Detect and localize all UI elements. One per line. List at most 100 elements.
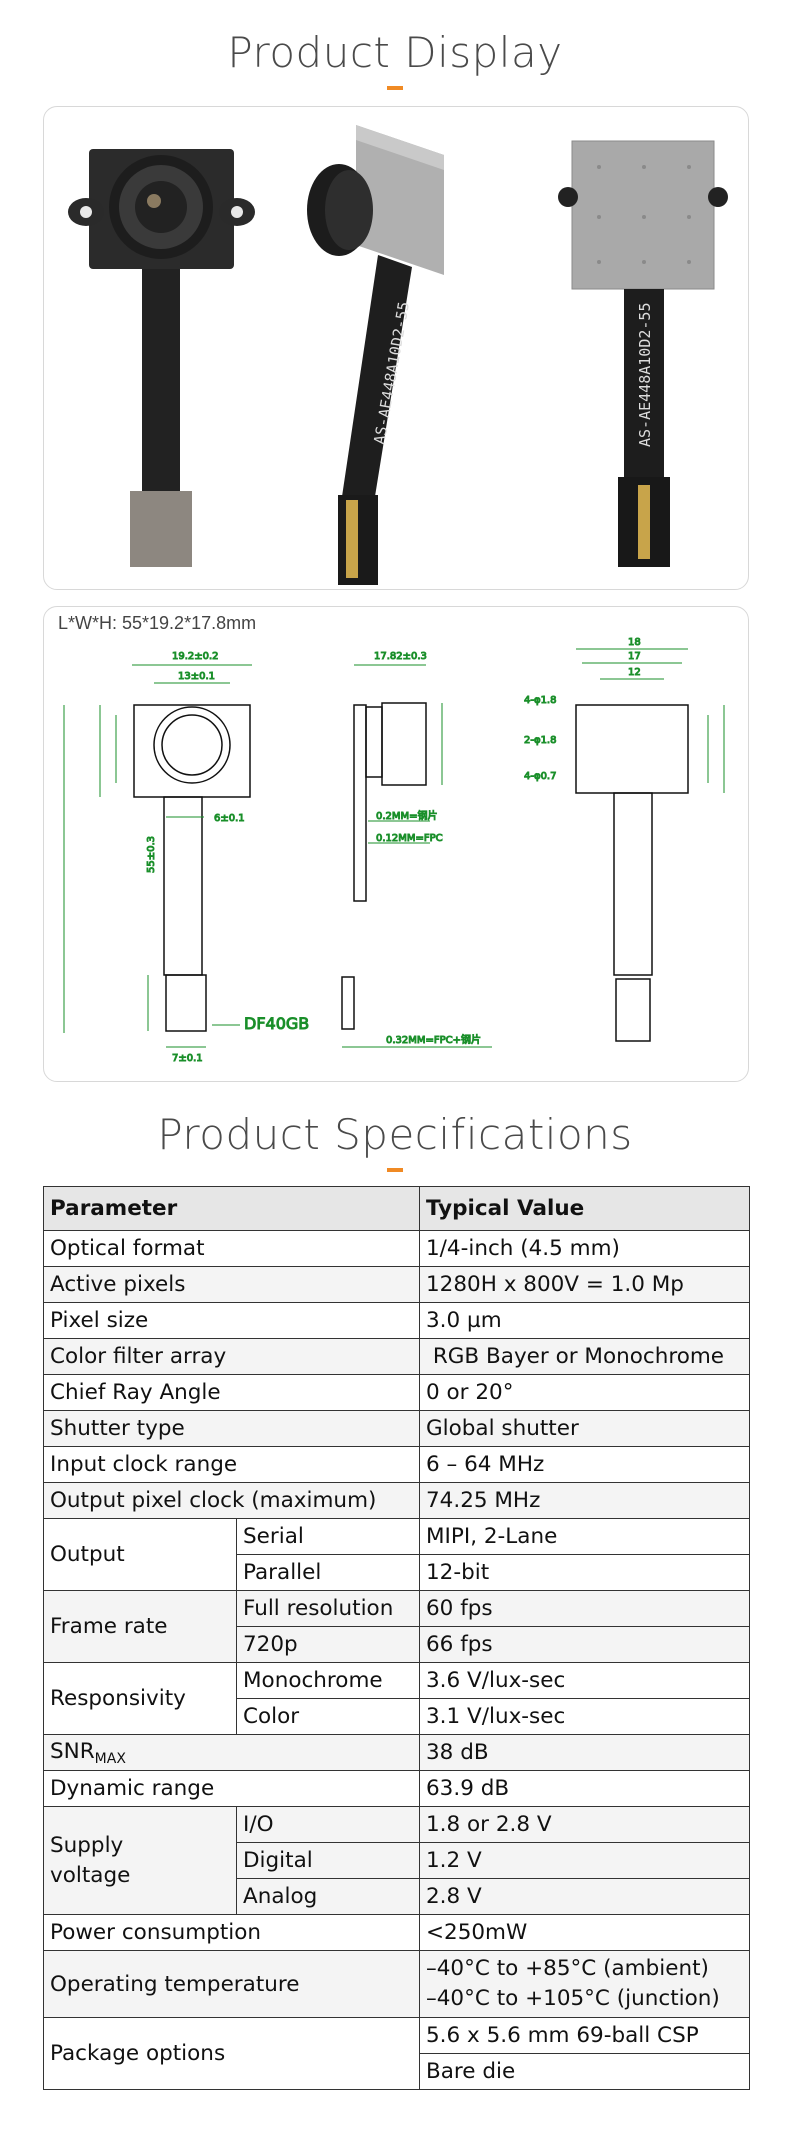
header-typical-value: Typical Value <box>419 1186 750 1231</box>
row-label: Optical format <box>43 1230 420 1267</box>
dim-hole3: 4-φ0.7 <box>524 771 556 782</box>
row-label: Output pixel clock (maximum) <box>43 1482 420 1519</box>
row-label: Input clock range <box>43 1446 420 1483</box>
row-value: 60 fps <box>419 1590 750 1627</box>
row-label: Active pixels <box>43 1266 420 1303</box>
row-value: 74.25 MHz <box>419 1482 750 1519</box>
row-value: 3.0 µm <box>419 1302 750 1339</box>
camera-module-front-photo <box>68 149 255 567</box>
product-display-title: Product Display <box>227 28 563 77</box>
dim-back-w3: 12 <box>628 667 641 678</box>
row-value: 1.2 V <box>419 1842 750 1879</box>
table-row: Power consumption<250mW <box>43 1914 750 1951</box>
row-label: Operating temperature <box>43 1950 420 2018</box>
temp-ambient: –40°C to +85°C (ambient) <box>426 1956 709 1981</box>
row-value: Bare die <box>419 2053 750 2090</box>
row-sublabel: 720p <box>236 1626 420 1663</box>
row-label: Shutter type <box>43 1410 420 1447</box>
row-label: Power consumption <box>43 1914 420 1951</box>
part-number-label-back: AS-AE448A10D2-55 <box>636 303 654 448</box>
row-value: Global shutter <box>419 1410 750 1447</box>
dimensions-label: L*W*H: 55*19.2*17.8mm <box>58 613 257 633</box>
table-row: Bare die <box>44 2053 750 2090</box>
row-sublabel: Serial <box>236 1518 420 1555</box>
row-value: 2.8 V <box>419 1878 750 1915</box>
mechanical-drawing: 19.2±0.2 13±0.1 55±0.3 6±0.1 7±0.1 DF40G… <box>63 637 725 1065</box>
dim-back-w2: 17 <box>628 651 641 662</box>
supply-label-line1: Supply <box>50 1832 124 1858</box>
dim-stiffener: 0.2MM=钢片 <box>376 809 438 822</box>
dim-width-outer: 19.2±0.2 <box>172 651 219 662</box>
row-value: 66 fps <box>419 1626 750 1663</box>
snr-label: SNR <box>50 1738 95 1764</box>
row-value: 1280H x 800V = 1.0 Mp <box>419 1266 750 1303</box>
row-value: 3.1 V/lux-sec <box>419 1698 750 1735</box>
row-sublabel: Full resolution <box>236 1590 420 1627</box>
table-row: Output pixel clock (maximum)74.25 MHz <box>43 1482 750 1519</box>
dim-back-w1: 18 <box>628 637 641 648</box>
row-sublabel: Color <box>236 1698 420 1735</box>
row-sublabel: I/O <box>236 1806 420 1843</box>
row-value: 1.8 or 2.8 V <box>419 1806 750 1843</box>
table-header-row: Parameter Typical Value <box>43 1186 750 1231</box>
dim-length: 55±0.3 <box>146 836 157 873</box>
dim-hole1: 4-φ1.8 <box>524 695 556 706</box>
row-value: 5.6 x 5.6 mm 69-ball CSP <box>419 2017 750 2054</box>
row-value: –40°C to +85°C (ambient)–40°C to +105°C … <box>419 1950 750 2018</box>
connector-label: DF40GB <box>244 1014 309 1033</box>
row-value: MIPI, 2-Lane <box>419 1518 750 1555</box>
row-sublabel: Monochrome <box>236 1662 420 1699</box>
row-label: Supply voltage <box>43 1806 237 1915</box>
row-value: 1/4-inch (4.5 mm) <box>419 1230 750 1267</box>
camera-module-back-photo: AS-AE448A10D2-55 <box>558 140 728 567</box>
dim-conn-width: 7±0.1 <box>172 1053 203 1064</box>
product-specifications-title: Product Specifications <box>157 1110 633 1159</box>
table-row: Color filter array RGB Bayer or Monochro… <box>43 1338 750 1375</box>
dim-stiffener-total: 0.32MM=FPC+钢片 <box>386 1033 481 1046</box>
row-label: Chief Ray Angle <box>43 1374 420 1411</box>
row-value: 0 or 20° <box>419 1374 750 1411</box>
row-sublabel: Parallel <box>236 1554 420 1591</box>
dim-fpc: 0.12MM=FPC <box>376 833 443 844</box>
dimension-drawing-card: L*W*H: 55*19.2*17.8mm <box>43 606 749 1082</box>
row-label: Responsivity <box>43 1662 237 1735</box>
row-label: Output <box>43 1518 237 1591</box>
row-label: Frame rate <box>43 1590 237 1663</box>
row-value: 38 dB <box>419 1734 750 1771</box>
row-value: 6 – 64 MHz <box>419 1446 750 1483</box>
table-row: Operating temperature–40°C to +85°C (amb… <box>43 1950 750 2018</box>
title-accent-bar-2 <box>387 1168 403 1172</box>
snr-subscript: MAX <box>94 1750 126 1767</box>
row-value: 12-bit <box>419 1554 750 1591</box>
dim-width-inner: 13±0.1 <box>178 671 215 682</box>
row-label: Pixel size <box>43 1302 420 1339</box>
row-sublabel: Digital <box>236 1842 420 1879</box>
supply-label-line2: voltage <box>50 1862 131 1888</box>
row-label: Package options <box>43 2017 420 2090</box>
title-accent-bar <box>387 86 403 90</box>
row-value: 3.6 V/lux-sec <box>419 1662 750 1699</box>
row-label: Dynamic range <box>43 1770 420 1807</box>
photo-card: AS-AE448A10D2-55 AS-AE448A10D2-55 <box>43 106 749 590</box>
row-label: SNRMAX <box>43 1734 420 1771</box>
dim-depth: 17.82±0.3 <box>374 651 427 662</box>
row-value: <250mW <box>419 1914 750 1951</box>
row-value: RGB Bayer or Monochrome <box>419 1338 750 1375</box>
